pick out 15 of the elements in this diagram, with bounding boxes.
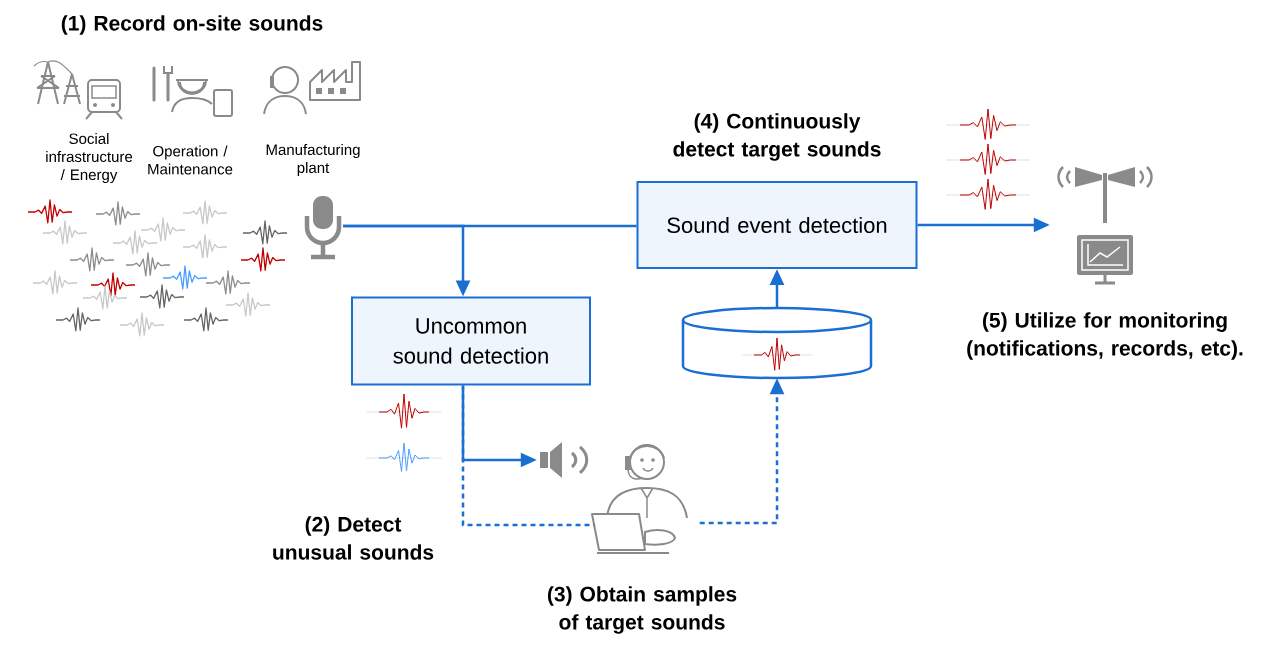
- category-label: Operation / Maintenance: [148, 145, 233, 175]
- step-label: (3) Obtain samples of target sounds: [547, 586, 737, 634]
- operator-with-laptop-icon: [591, 444, 688, 554]
- category-label: Social infrastructure / Energy: [46, 133, 133, 183]
- process-box: Sound event detection: [636, 181, 918, 269]
- step-label: (1) Record on-site sounds: [61, 15, 323, 35]
- process-box: Uncommon sound detection: [351, 296, 591, 386]
- step-label: (2) Detect unusual sounds: [273, 516, 434, 560]
- step-label: (4) Continuously detect target sounds: [673, 113, 881, 161]
- microphone-icon: [304, 196, 342, 260]
- database-cylinder: [681, 306, 873, 380]
- speaker-icon: [540, 442, 589, 478]
- step-label: (5) Utilize for monitoring (notifications, records, etc).: [967, 312, 1243, 360]
- category-label: Manufacturing plant: [266, 144, 360, 176]
- siren-and-monitor-icon: [1057, 165, 1153, 285]
